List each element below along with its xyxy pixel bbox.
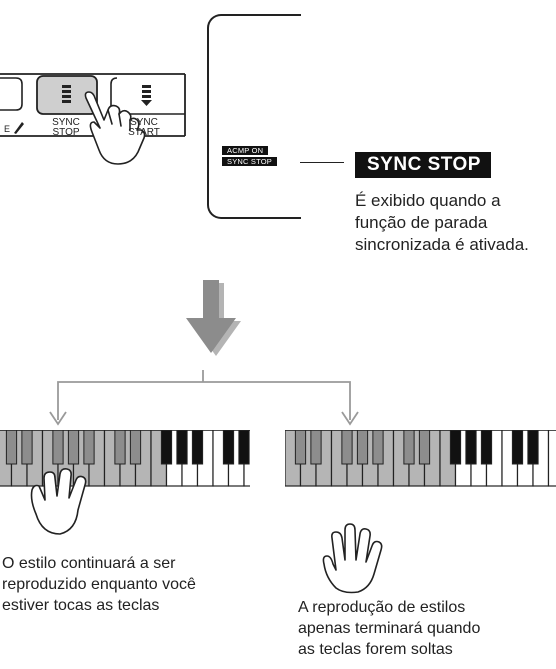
right-caption-line-3: as teclas forem soltas [298, 641, 453, 658]
keyboard-left-illustration [0, 430, 250, 535]
black-key [356, 430, 369, 465]
left-caption: O estilo continuará a ser reproduzido en… [2, 553, 196, 616]
black-key [5, 430, 18, 465]
left-caption-line-3: estiver tocas as teclas [2, 597, 160, 614]
flow-arrow [186, 280, 241, 356]
description-line-1: É exibido quando a [355, 191, 501, 210]
acmp-on-indicator: ACMP ON [222, 146, 269, 155]
sync-stop-label-line-2: STOP [52, 127, 80, 138]
black-key [480, 430, 493, 465]
panel-outline [0, 73, 186, 137]
right-caption-line-1: A reprodução de estilos [298, 599, 466, 616]
black-key [129, 430, 142, 465]
sync-stop-label-callout: SYNC STOP [355, 152, 491, 178]
svg-text:E: E [4, 124, 10, 134]
black-key [160, 430, 173, 465]
keyboard-right-illustration [285, 430, 556, 487]
black-key [372, 430, 384, 465]
left-caption-line-2: reproduzido enquanto você [2, 576, 196, 593]
released-hand-icon [322, 523, 383, 594]
black-key [83, 430, 95, 465]
black-key [341, 430, 353, 465]
black-key [527, 430, 539, 465]
black-key [67, 430, 80, 465]
black-key [21, 430, 33, 465]
sync-stop-label: SYNC STOP [46, 118, 86, 138]
black-key [465, 430, 477, 465]
branch-connector [49, 370, 359, 426]
black-key [418, 430, 431, 465]
black-key [191, 430, 204, 465]
black-key [238, 430, 250, 465]
black-key [294, 430, 307, 465]
description-line-3: sincronizada é ativada. [355, 235, 529, 254]
sync-start-icon [141, 85, 152, 106]
description-line-2: função de parada [355, 213, 488, 232]
left-caption-line-1: O estilo continuará a ser [2, 555, 176, 572]
keyboard-left-keys [0, 430, 250, 487]
keyboard-right-keys [285, 430, 556, 487]
black-key [310, 430, 322, 465]
sync-start-label-line-2: START [128, 127, 160, 138]
sync-start-label: SYNC START [124, 118, 164, 138]
white-key [547, 430, 556, 487]
pressing-hand-left-icon [30, 468, 87, 535]
keyboard-panel-illustration: E [0, 73, 186, 165]
black-key [403, 430, 415, 465]
black-key [176, 430, 188, 465]
sync-start-label-line-1: SYNC [130, 117, 158, 128]
callout-line [300, 162, 344, 163]
pressing-hand-icon [84, 91, 146, 165]
sync-stop-icon [62, 85, 71, 103]
branch-left-arrowhead [49, 411, 67, 426]
sync-stop-indicator: SYNC STOP [222, 157, 278, 166]
right-caption-line-2: apenas terminará quando [298, 620, 481, 637]
black-key [511, 430, 524, 465]
black-key [449, 430, 462, 465]
down-arrow-icon [186, 280, 236, 353]
pen-icon [14, 122, 24, 134]
black-key [114, 430, 126, 465]
black-key [222, 430, 235, 465]
branch-right-arrowhead [341, 411, 359, 426]
right-caption: A reprodução de estilos apenas terminará… [298, 597, 480, 660]
left-partial-button [0, 77, 23, 111]
black-key [52, 430, 64, 465]
branch-lines [57, 370, 351, 420]
display-description: É exibido quando a função de parada sinc… [355, 190, 529, 256]
sync-stop-label-line-1: SYNC [52, 117, 80, 128]
display-bracket [207, 14, 301, 219]
